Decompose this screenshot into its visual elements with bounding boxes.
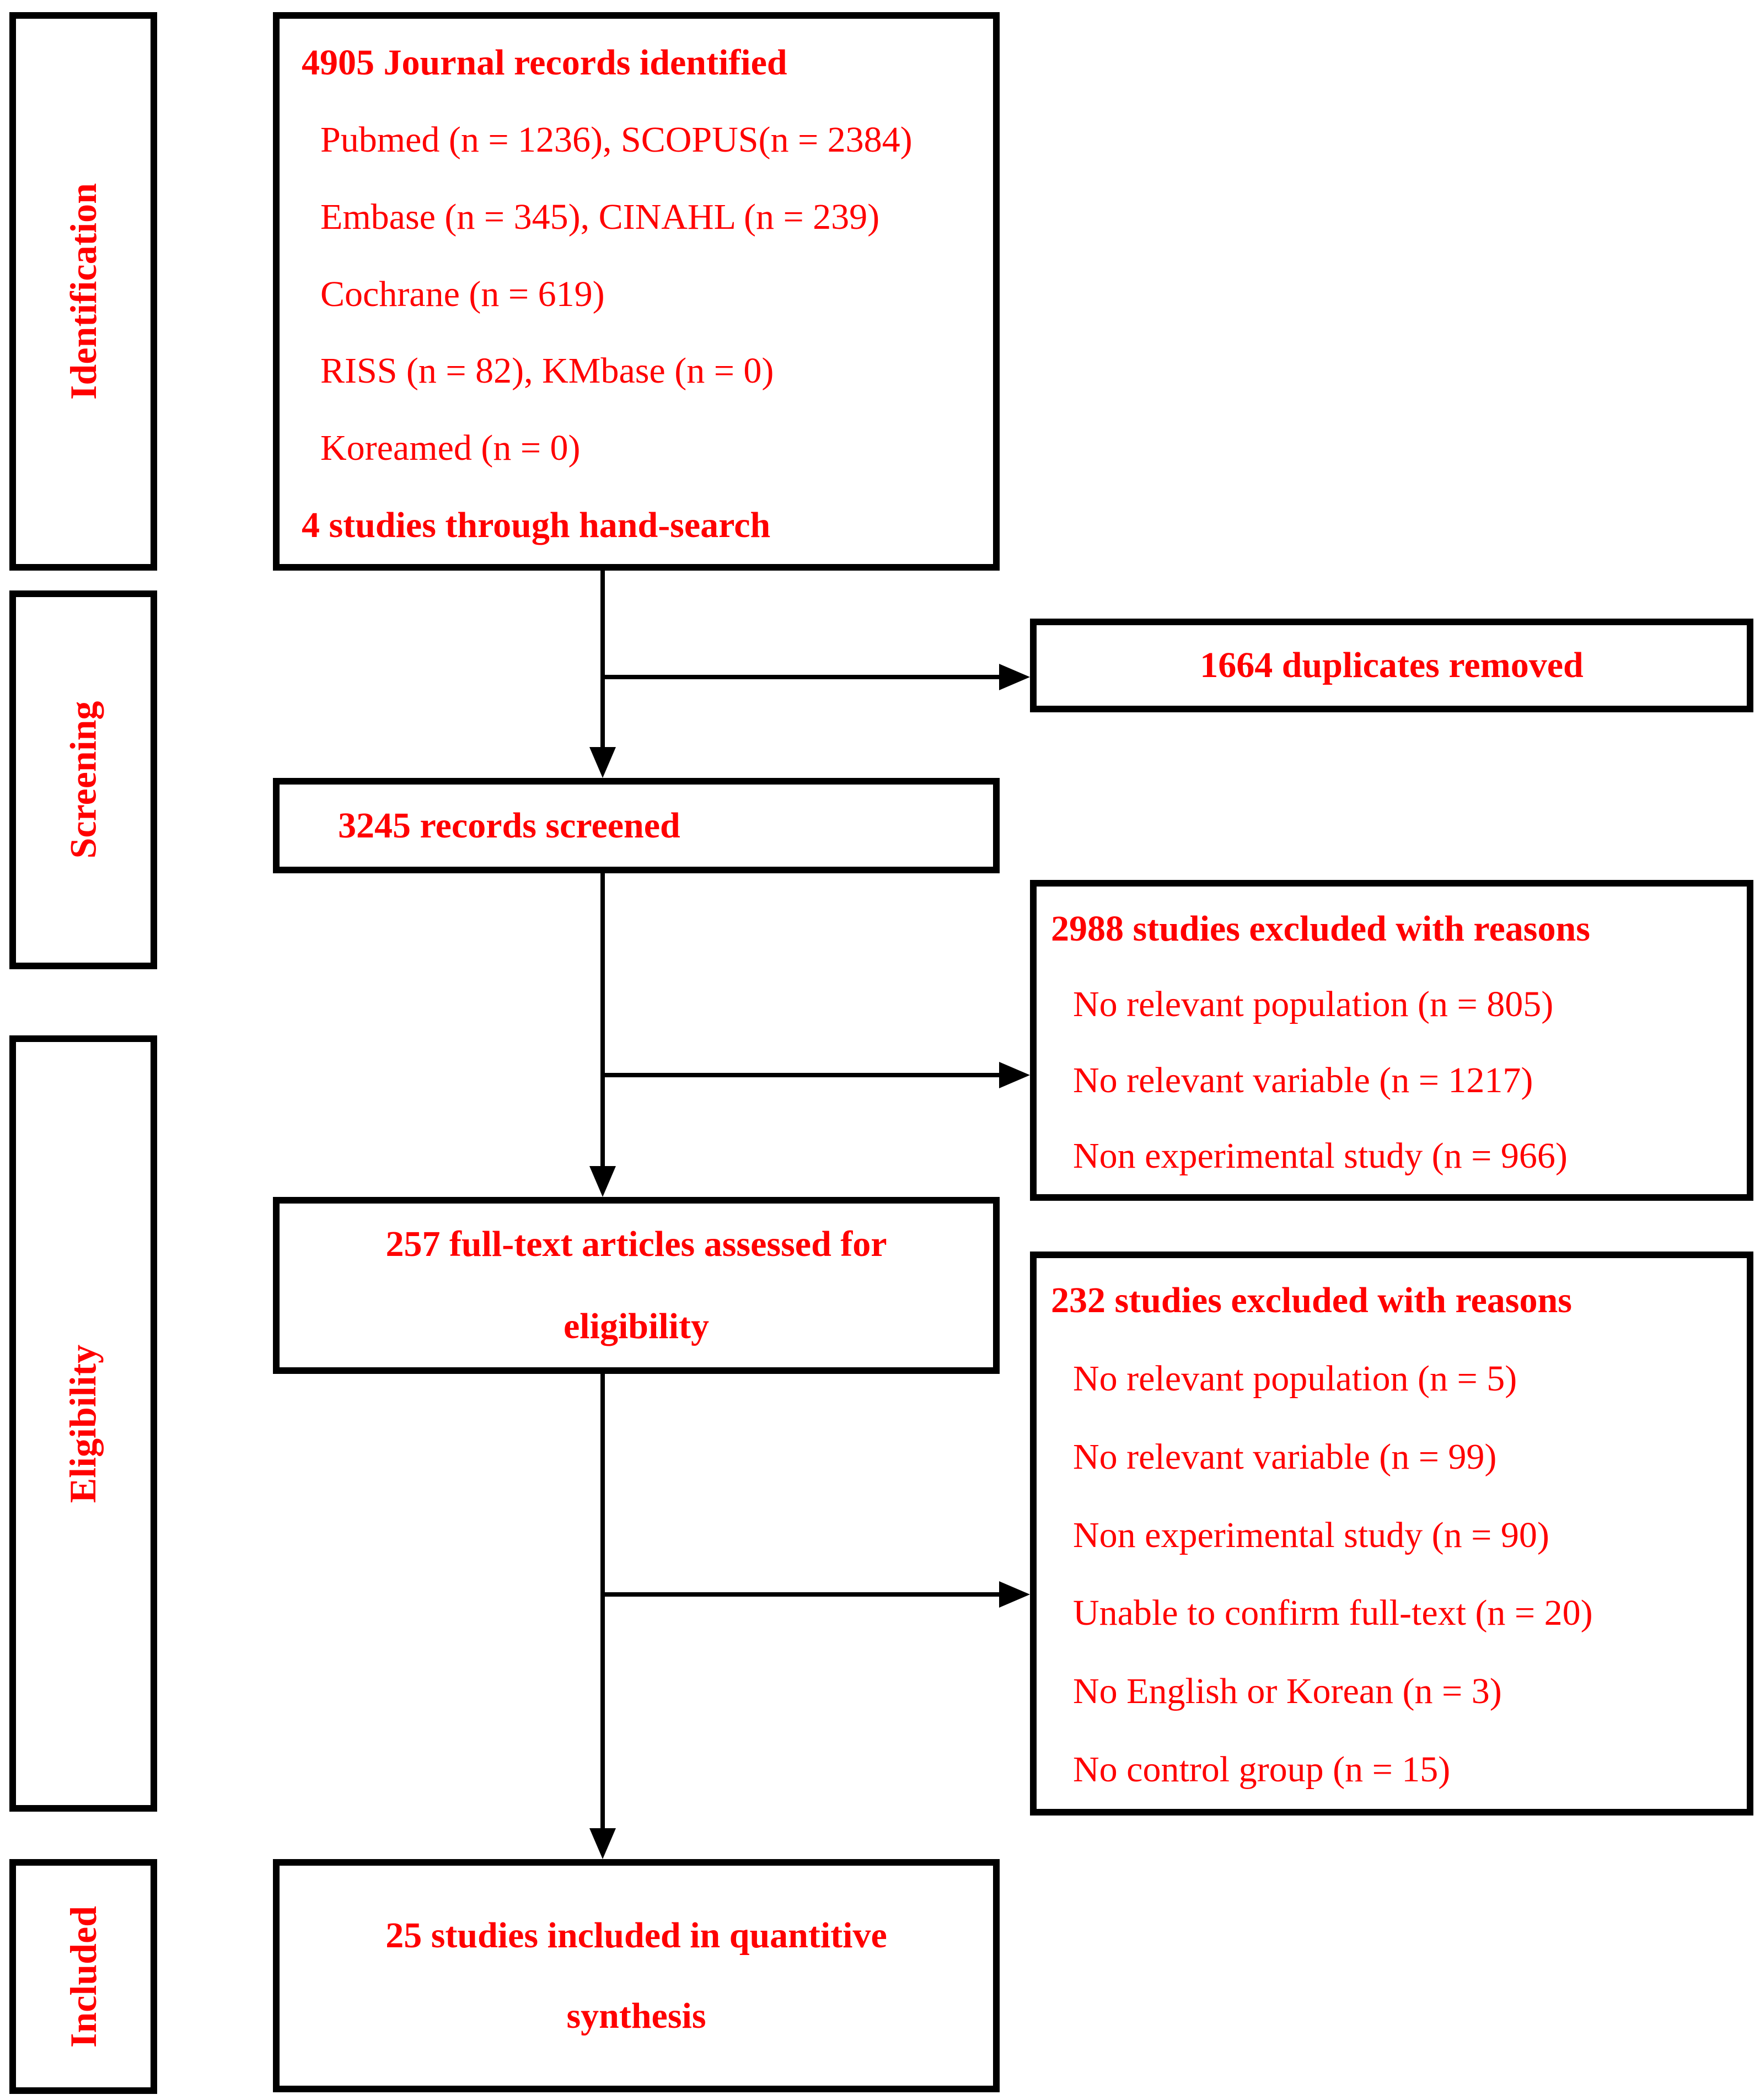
fulltext-assessed-line1: 257 full-text articles assessed for [385,1224,887,1265]
connector-branch-to-excluded-screening [603,1073,1001,1077]
excluded-eligibility-reason-population: No relevant population (n = 5) [1073,1358,1517,1399]
stage-box-identification: Identification [9,12,157,571]
included-studies-box: 25 studies included in quantitive synthe… [273,1859,1000,2092]
connector-screened-to-fulltext [600,873,605,1169]
fulltext-assessed-line2: eligibility [564,1306,709,1346]
excluded-eligibility-reason-variable: No relevant variable (n = 99) [1073,1436,1497,1477]
stage-box-screening: Screening [9,590,157,969]
stage-box-eligibility: Eligibility [9,1035,157,1812]
excluded-eligibility-reason-fulltext: Unable to confirm full-text (n = 20) [1073,1593,1593,1634]
hand-search-note: 4 studies through hand-search [302,505,771,546]
arrowhead-right-into-excluded-eligibility-icon [999,1581,1030,1608]
arrowhead-down-into-fulltext-icon [589,1166,616,1197]
stage-label-eligibility: Eligibility [62,1344,104,1503]
database-count-riss-kmbase: RISS (n = 82), KMbase (n = 0) [320,351,774,391]
excluded-eligibility-reason-nonexperimental: Non experimental study (n = 90) [1073,1514,1549,1555]
included-studies-line2: synthesis [566,1995,706,2036]
records-identified-title: 4905 Journal records identified [302,42,787,83]
stage-label-screening: Screening [62,701,104,859]
included-studies-line1: 25 studies included in quantitive [385,1915,887,1956]
stage-label-included: Included [62,1905,104,2048]
connector-identified-to-screened [600,571,605,753]
records-screened-text: 3245 records screened [338,805,680,846]
connector-branch-to-excluded-eligibility [603,1592,1001,1597]
excluded-eligibility-title: 232 studies excluded with reasons [1051,1280,1572,1320]
excluded-screening-reason-population: No relevant population (n = 805) [1073,984,1554,1025]
excluded-screening-reason-variable: No relevant variable (n = 1217) [1073,1060,1533,1100]
arrowhead-down-into-included-icon [589,1828,616,1859]
records-screened-box: 3245 records screened [273,778,1000,873]
database-count-embase-cinahl: Embase (n = 345), CINAHL (n = 239) [320,196,880,237]
stage-label-identification: Identification [62,183,104,400]
excluded-eligibility-reason-language: No English or Korean (n = 3) [1073,1671,1502,1712]
arrowhead-down-into-screened-icon [589,747,616,778]
duplicates-removed-text: 1664 duplicates removed [1200,645,1584,685]
arrowhead-right-into-excluded-screening-icon [999,1062,1030,1088]
excluded-eligibility-reason-control: No control group (n = 15) [1073,1749,1451,1790]
stage-box-included: Included [9,1859,157,2094]
excluded-eligibility-box: 232 studies excluded with reasons No rel… [1030,1252,1753,1816]
excluded-screening-title: 2988 studies excluded with reasons [1051,908,1590,949]
database-count-pubmed-scopus: Pubmed (n = 1236), SCOPUS(n = 2384) [320,119,913,160]
connector-fulltext-to-included [600,1374,605,1832]
database-count-cochrane: Cochrane (n = 619) [320,273,605,314]
duplicates-removed-box: 1664 duplicates removed [1030,619,1753,712]
excluded-screening-reason-nonexperimental: Non experimental study (n = 966) [1073,1136,1568,1177]
arrowhead-right-into-duplicates-icon [999,664,1030,690]
excluded-screening-box: 2988 studies excluded with reasons No re… [1030,880,1753,1201]
fulltext-assessed-box: 257 full-text articles assessed for elig… [273,1197,1000,1374]
connector-branch-to-duplicates [603,675,1001,679]
database-count-koreamed: Koreamed (n = 0) [320,428,581,469]
records-identified-box: 4905 Journal records identified Pubmed (… [273,12,1000,571]
